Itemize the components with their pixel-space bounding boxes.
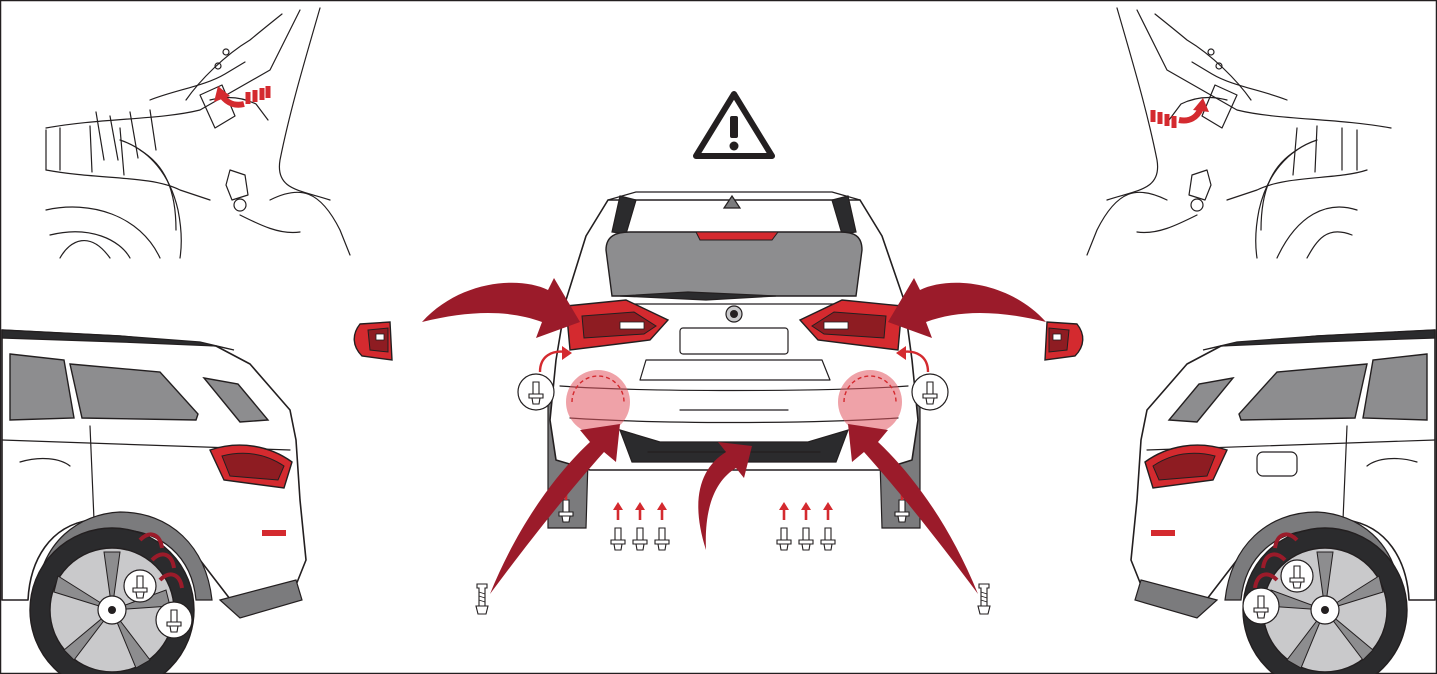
warning-triangle-icon [696,94,772,156]
loose-bolt-left [476,584,488,614]
removed-taillight-right [1045,322,1083,360]
rear-view-car [548,192,920,528]
side-view-left [2,330,306,674]
detail-top-left [46,8,350,258]
clip-row-left [611,502,669,550]
clip-row-right [777,502,835,550]
removed-taillight-left [354,322,392,360]
loose-bolt-right [978,584,990,614]
side-view-right [1131,330,1435,674]
detail-top-right [1087,8,1391,258]
